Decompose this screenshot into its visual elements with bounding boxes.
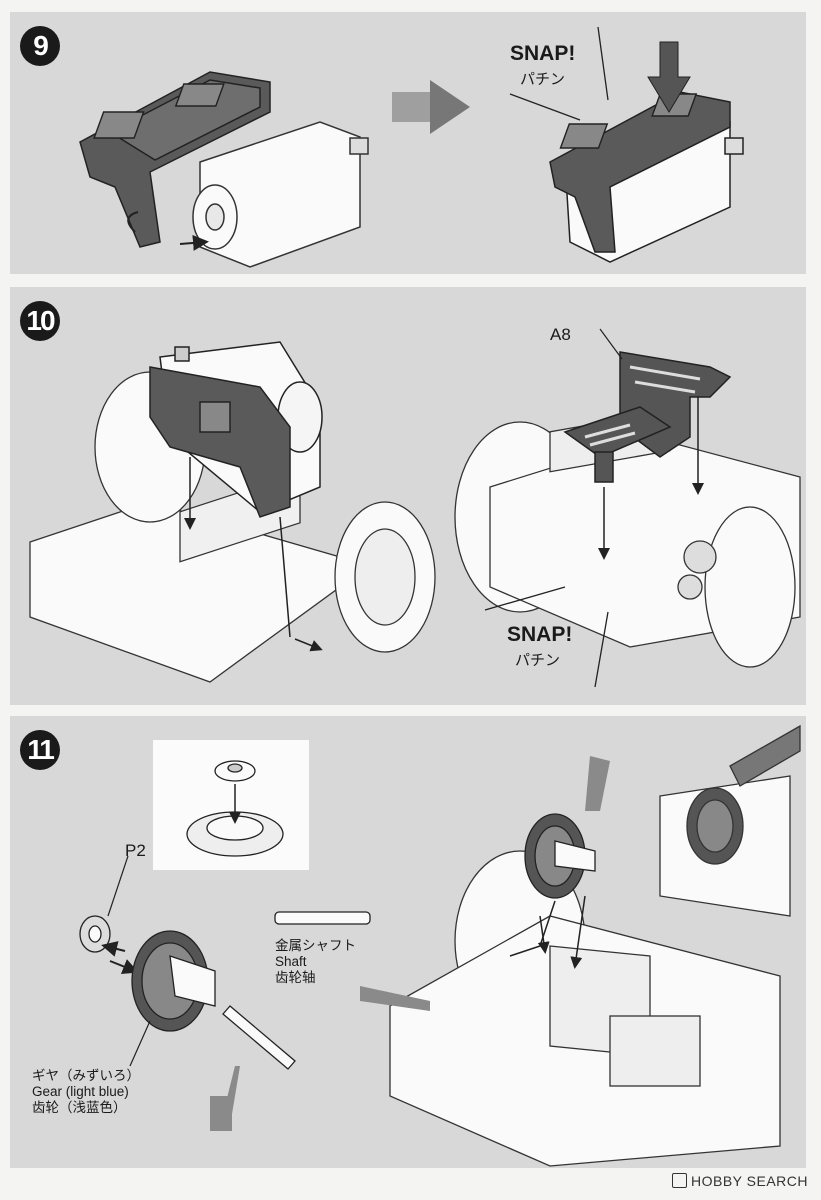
motor-with-clip-drawing bbox=[149, 341, 323, 518]
assembled-motor-drawing bbox=[549, 91, 744, 263]
part-label-p2: P2 bbox=[125, 841, 146, 860]
step-number: 11 bbox=[20, 730, 60, 770]
watermark-text: HOBBY SEARCH bbox=[691, 1173, 808, 1189]
gear-label-jp: ギヤ（みずいろ） bbox=[32, 1068, 140, 1083]
watermark: HOBBY SEARCH bbox=[672, 1173, 808, 1189]
direction-arrow bbox=[392, 80, 470, 134]
snap-text-jp: パチン bbox=[515, 651, 561, 669]
part-a8-drawing bbox=[563, 351, 732, 483]
snap-text-jp: パチン bbox=[520, 70, 566, 88]
shaft-label-cn: 齿轮轴 bbox=[275, 970, 316, 985]
gear-drawing bbox=[131, 930, 216, 1032]
gear-label-cn: 齿轮（浅蓝色） bbox=[32, 1100, 127, 1115]
shaft-label: 金属シャフト Shaft 齿轮轴 bbox=[275, 938, 356, 986]
gear-label-en: Gear (light blue) bbox=[32, 1084, 129, 1099]
shaft-drawing bbox=[222, 911, 371, 1070]
step-number: 10 bbox=[20, 301, 60, 341]
part-label-a8: A8 bbox=[550, 325, 571, 344]
motor-drawing bbox=[192, 121, 369, 268]
gear-assembly-drawing bbox=[524, 813, 596, 899]
step-11-illustration bbox=[79, 724, 801, 1167]
step-10-illustration bbox=[29, 328, 801, 688]
motor-clip-drawing bbox=[79, 71, 271, 248]
step-number: 9 bbox=[20, 26, 60, 66]
step-9-illustration bbox=[79, 26, 744, 268]
chassis-drawing bbox=[389, 850, 781, 1167]
detail-inset-right bbox=[659, 724, 801, 917]
step-9-panel: 9 bbox=[10, 12, 806, 274]
gear-label: ギヤ（みずいろ） Gear (light blue) 齿轮（浅蓝色） bbox=[32, 1068, 140, 1116]
push-arrow bbox=[647, 41, 691, 113]
shaft-label-jp: 金属シャフト bbox=[275, 938, 356, 953]
shaft-label-en: Shaft bbox=[275, 954, 307, 969]
step-11-panel: 11 bbox=[10, 716, 806, 1168]
watermark-icon bbox=[672, 1173, 687, 1188]
snap-text: SNAP! bbox=[510, 42, 576, 65]
snap-text: SNAP! bbox=[507, 623, 573, 646]
step-10-panel: 10 bbox=[10, 287, 806, 705]
